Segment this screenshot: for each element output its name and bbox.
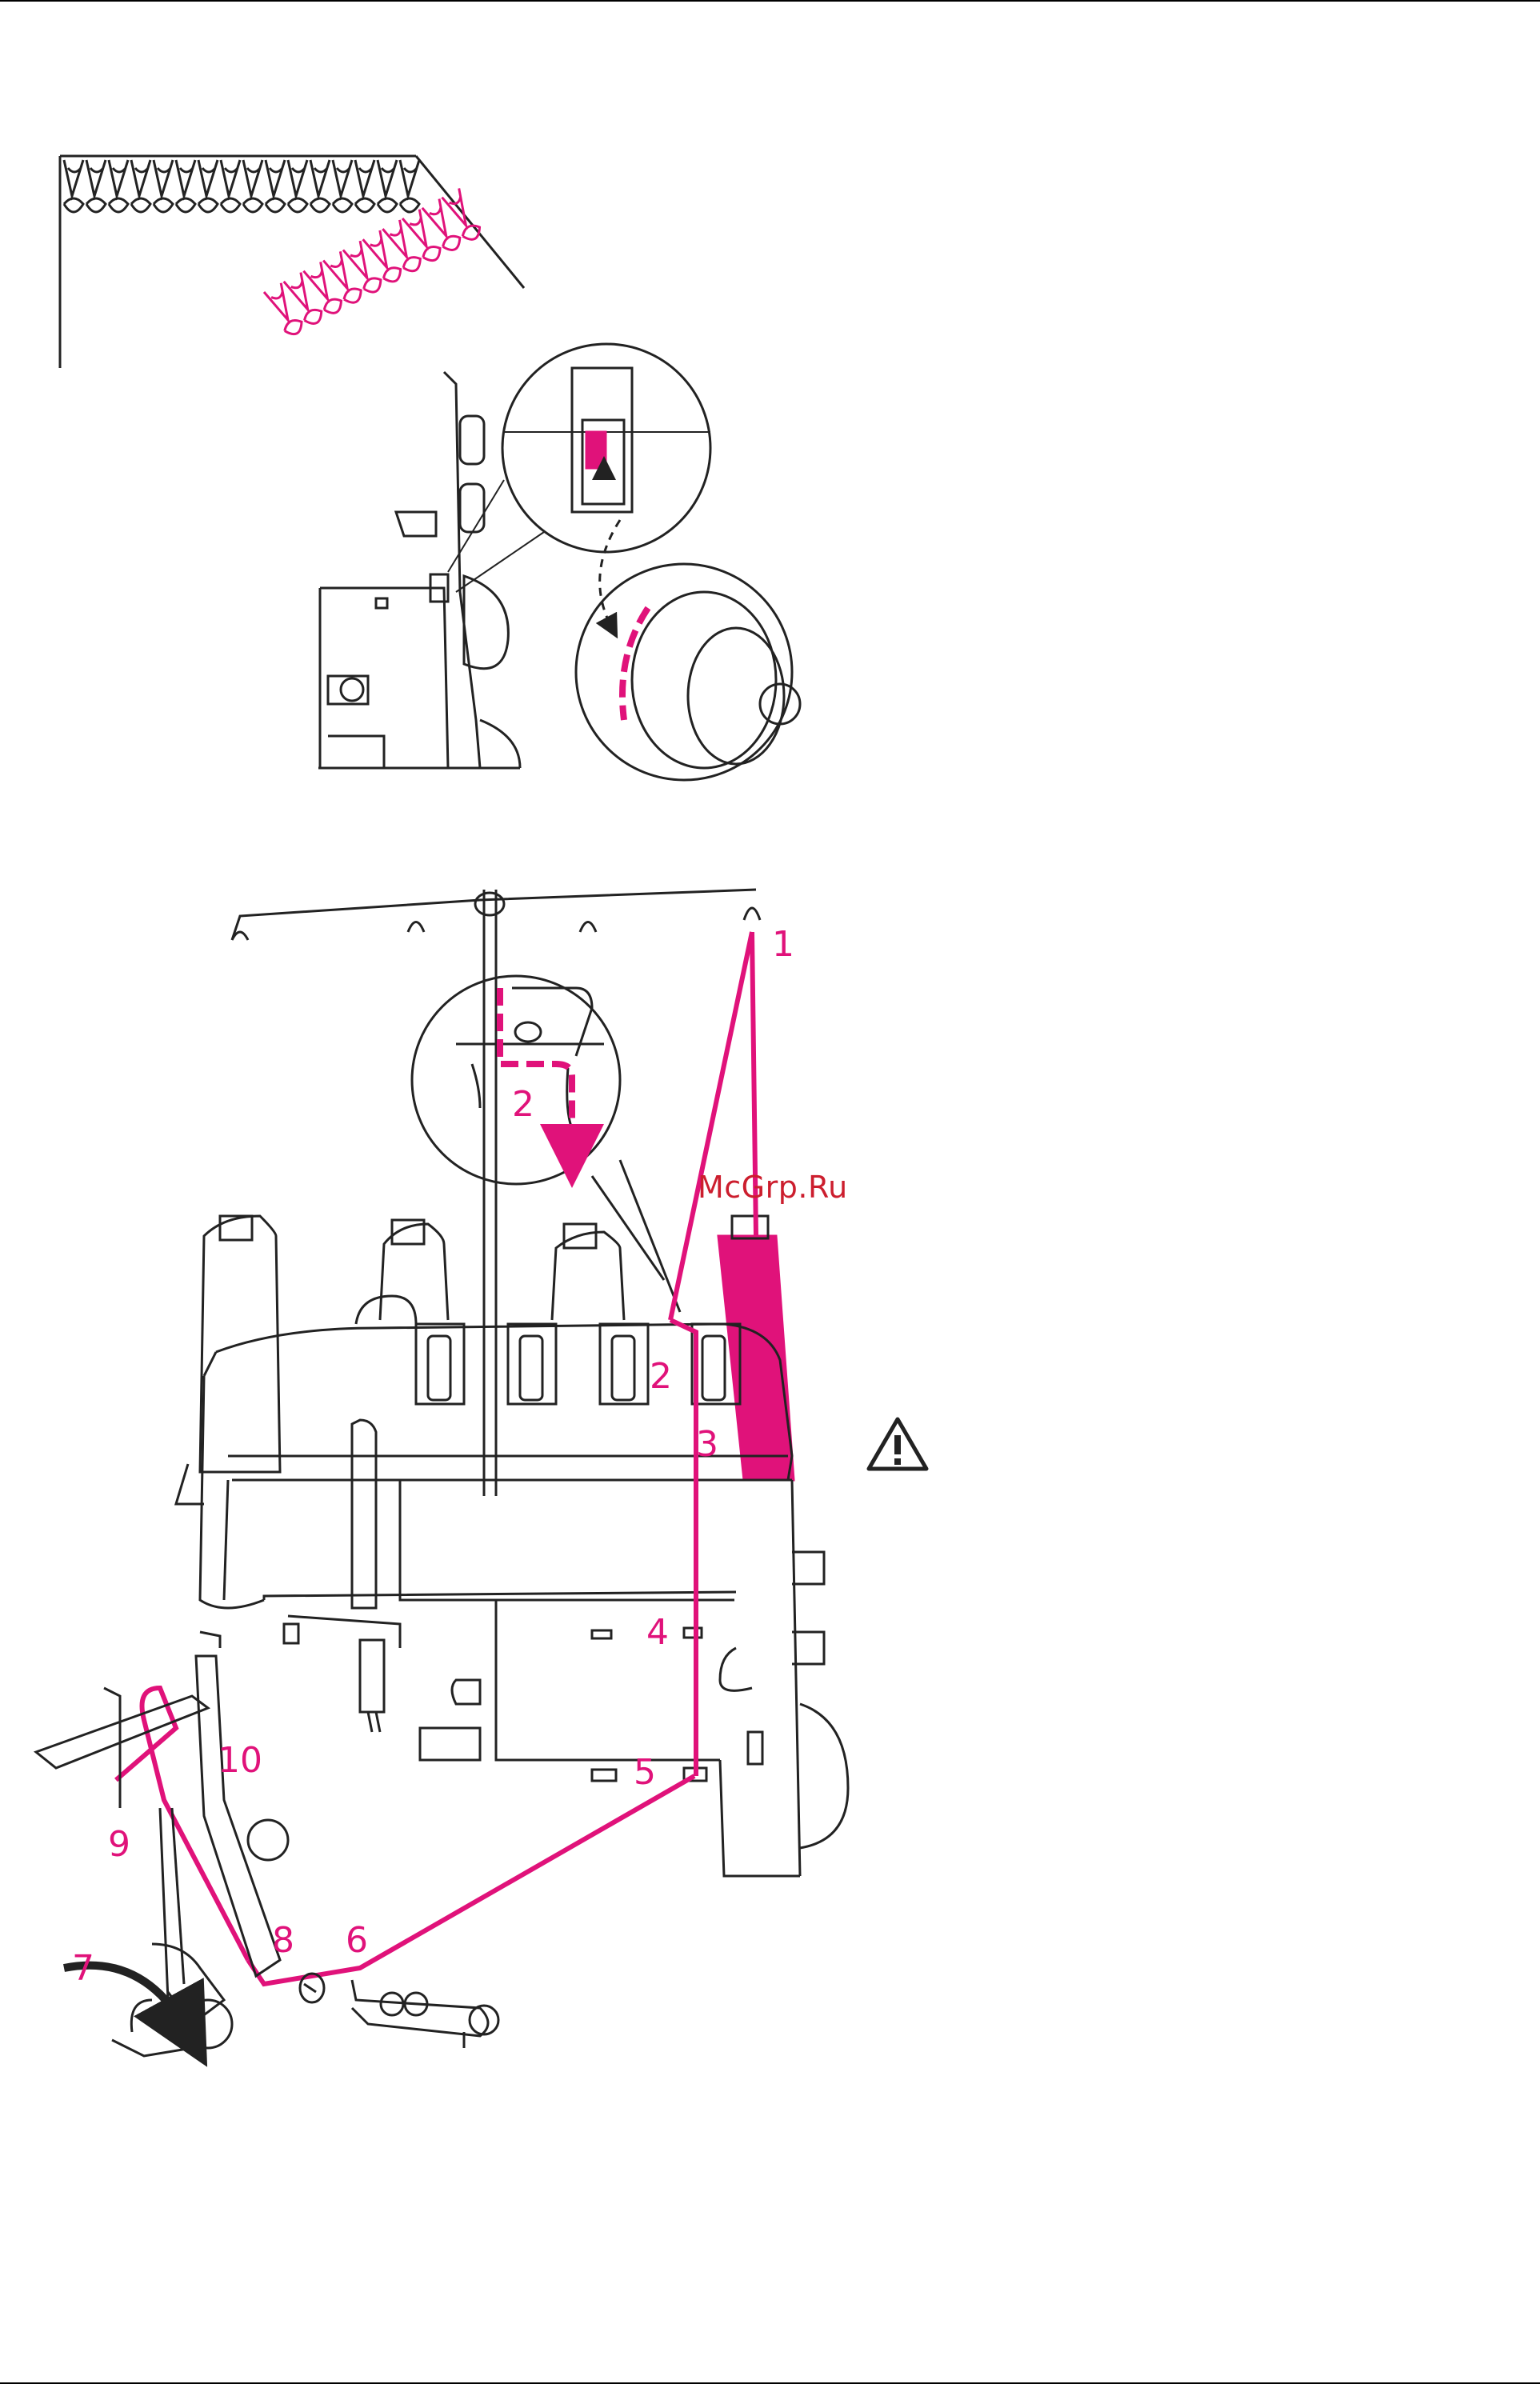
thread-guide-zoom	[412, 976, 680, 1312]
callout-2-zoom: 2	[512, 1084, 534, 1125]
stitch-loop	[323, 251, 365, 306]
stitch-loop	[64, 160, 83, 212]
stitch-loop	[86, 160, 106, 212]
tension-dial	[428, 1336, 450, 1400]
stitch-loop	[303, 262, 345, 317]
thread-path-zoom	[500, 988, 572, 1144]
stitch-loop	[131, 160, 150, 212]
stitch-loop	[288, 160, 307, 212]
dial-zoom	[576, 468, 800, 780]
stitch-loop	[382, 220, 424, 275]
callout-10: 10	[218, 1740, 262, 1781]
watermark: McGrp.Ru	[698, 1170, 848, 1205]
slot-indicator	[586, 432, 606, 468]
stitch-loop	[355, 160, 374, 212]
stitch-loop	[154, 160, 173, 212]
stitch-loop	[378, 160, 397, 212]
presser-foot-area	[36, 1656, 498, 2056]
stitch-loop	[284, 273, 326, 328]
stitch-loop	[310, 160, 330, 212]
tension-dial	[520, 1336, 542, 1400]
callout-1: 1	[772, 924, 794, 965]
callout-8: 8	[272, 1920, 294, 1961]
stitch-sample-figure	[60, 156, 524, 368]
stitch-loop	[176, 160, 195, 212]
stitch-loop	[400, 160, 419, 212]
callout-9: 9	[108, 1824, 130, 1865]
callout-3: 3	[696, 1424, 718, 1465]
threading-path-figure: 1 2 2 3 4 5 6 7 8 9 10	[36, 890, 848, 2056]
stitch-loop	[264, 283, 306, 338]
stitch-loop	[198, 160, 218, 212]
stitch-loop	[402, 210, 444, 265]
callout-6: 6	[346, 1920, 368, 1961]
slot-zoom	[448, 344, 710, 592]
tension-dial	[702, 1336, 725, 1400]
stitch-loop	[221, 160, 240, 212]
stitch-loop	[343, 241, 385, 296]
callout-7: 7	[72, 1948, 94, 1989]
stitch-loop	[266, 160, 285, 212]
callout-4: 4	[646, 1612, 669, 1653]
stitch-loop	[333, 160, 352, 212]
callout-5: 5	[634, 1752, 656, 1793]
stitch-row-straight	[64, 160, 419, 212]
thread-stand	[232, 890, 760, 1496]
dial-setting-figure	[318, 344, 800, 780]
stitch-loop	[363, 230, 405, 286]
warning-triangle-icon	[866, 1416, 930, 1472]
stitch-loop	[109, 160, 128, 212]
tension-dial	[612, 1336, 634, 1400]
callout-2: 2	[650, 1356, 672, 1397]
thread-route	[116, 932, 756, 1984]
pink-thread-cone	[718, 1236, 794, 1480]
stitch-loop	[243, 160, 262, 212]
